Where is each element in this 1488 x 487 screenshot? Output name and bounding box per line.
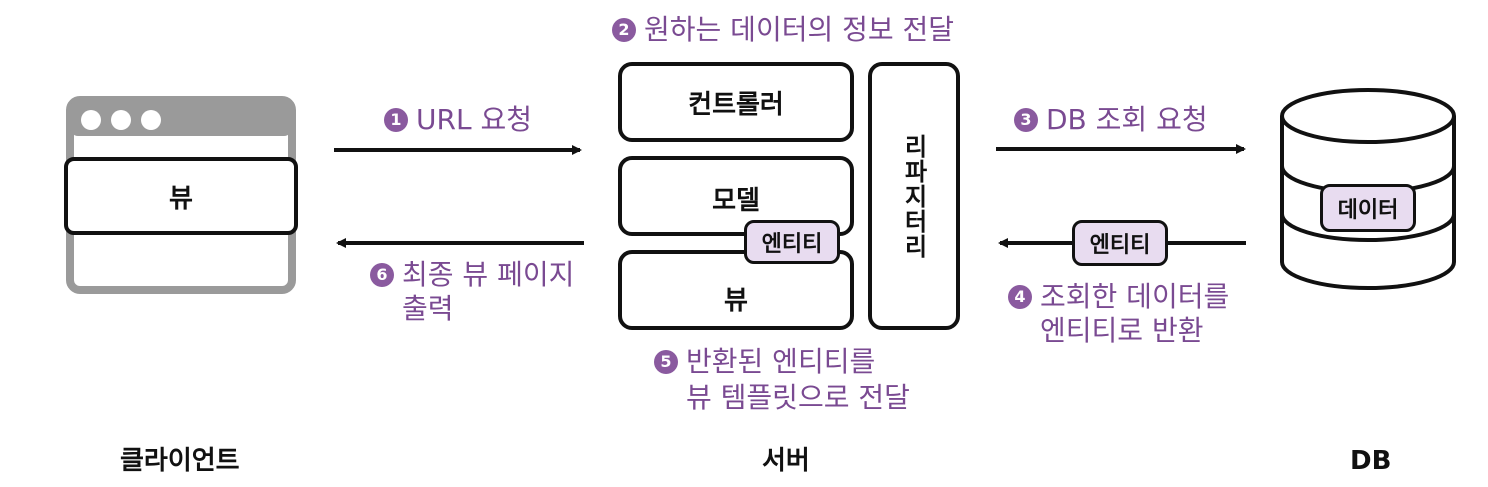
server-caption: 서버 — [762, 446, 810, 476]
controller-box: 컨트롤러 — [618, 62, 854, 142]
client-view-label: 뷰 — [169, 183, 193, 214]
flow-entity-label: 엔티티 — [1089, 233, 1151, 258]
step-1-badge: 1 — [384, 108, 408, 132]
step-3: 3 DB 조회 요청 — [1014, 106, 1208, 134]
step-2-badge: 2 — [612, 18, 636, 42]
client-caption: 클라이언트 — [120, 446, 240, 476]
db-caption: DB — [1350, 446, 1392, 476]
server-view-label: 뷰 — [724, 286, 748, 316]
step-5-badge: 5 — [654, 350, 678, 374]
step-5: 5 반환된 엔티티를 뷰 템플릿으로 전달 — [654, 344, 910, 416]
client-view-box: 뷰 — [64, 157, 298, 235]
step-3-badge: 3 — [1014, 108, 1038, 132]
controller-label: 컨트롤러 — [688, 89, 784, 120]
step-3-text: DB 조회 요청 — [1046, 103, 1208, 136]
step-6: 6 최종 뷰 페이지 출력 — [370, 258, 574, 326]
db-data-pill: 데이터 — [1320, 184, 1416, 232]
model-label: 모델 — [712, 186, 760, 216]
flow-entity-pill: 엔티티 — [1072, 220, 1168, 266]
step-2: 2 원하는 데이터의 정보 전달 — [612, 16, 954, 44]
step-6-line-2: 출력 — [402, 292, 454, 325]
step-4-badge: 4 — [1008, 285, 1032, 309]
step-1: 1 URL 요청 — [384, 106, 532, 134]
step-5-line-2: 뷰 템플릿으로 전달 — [686, 381, 910, 414]
repository-label: 리파지터리 — [899, 133, 928, 259]
repository-box: 리파지터리 — [868, 62, 960, 330]
db-data-label: 데이터 — [1337, 198, 1399, 223]
step-2-text: 원하는 데이터의 정보 전달 — [644, 13, 955, 46]
step-4-line-1: 조회한 데이터를 — [1040, 280, 1230, 313]
step-5-line-1: 반환된 엔티티를 — [686, 345, 876, 378]
model-entity-label: 엔티티 — [761, 232, 823, 257]
step-4-line-2: 엔티티로 반환 — [1040, 314, 1204, 347]
step-6-line-1: 최종 뷰 페이지 — [402, 258, 575, 291]
model-entity-pill: 엔티티 — [744, 220, 840, 264]
step-4: 4 조회한 데이터를 엔티티로 반환 — [1008, 280, 1229, 348]
step-1-text: URL 요청 — [416, 103, 532, 136]
step-6-badge: 6 — [370, 263, 394, 287]
